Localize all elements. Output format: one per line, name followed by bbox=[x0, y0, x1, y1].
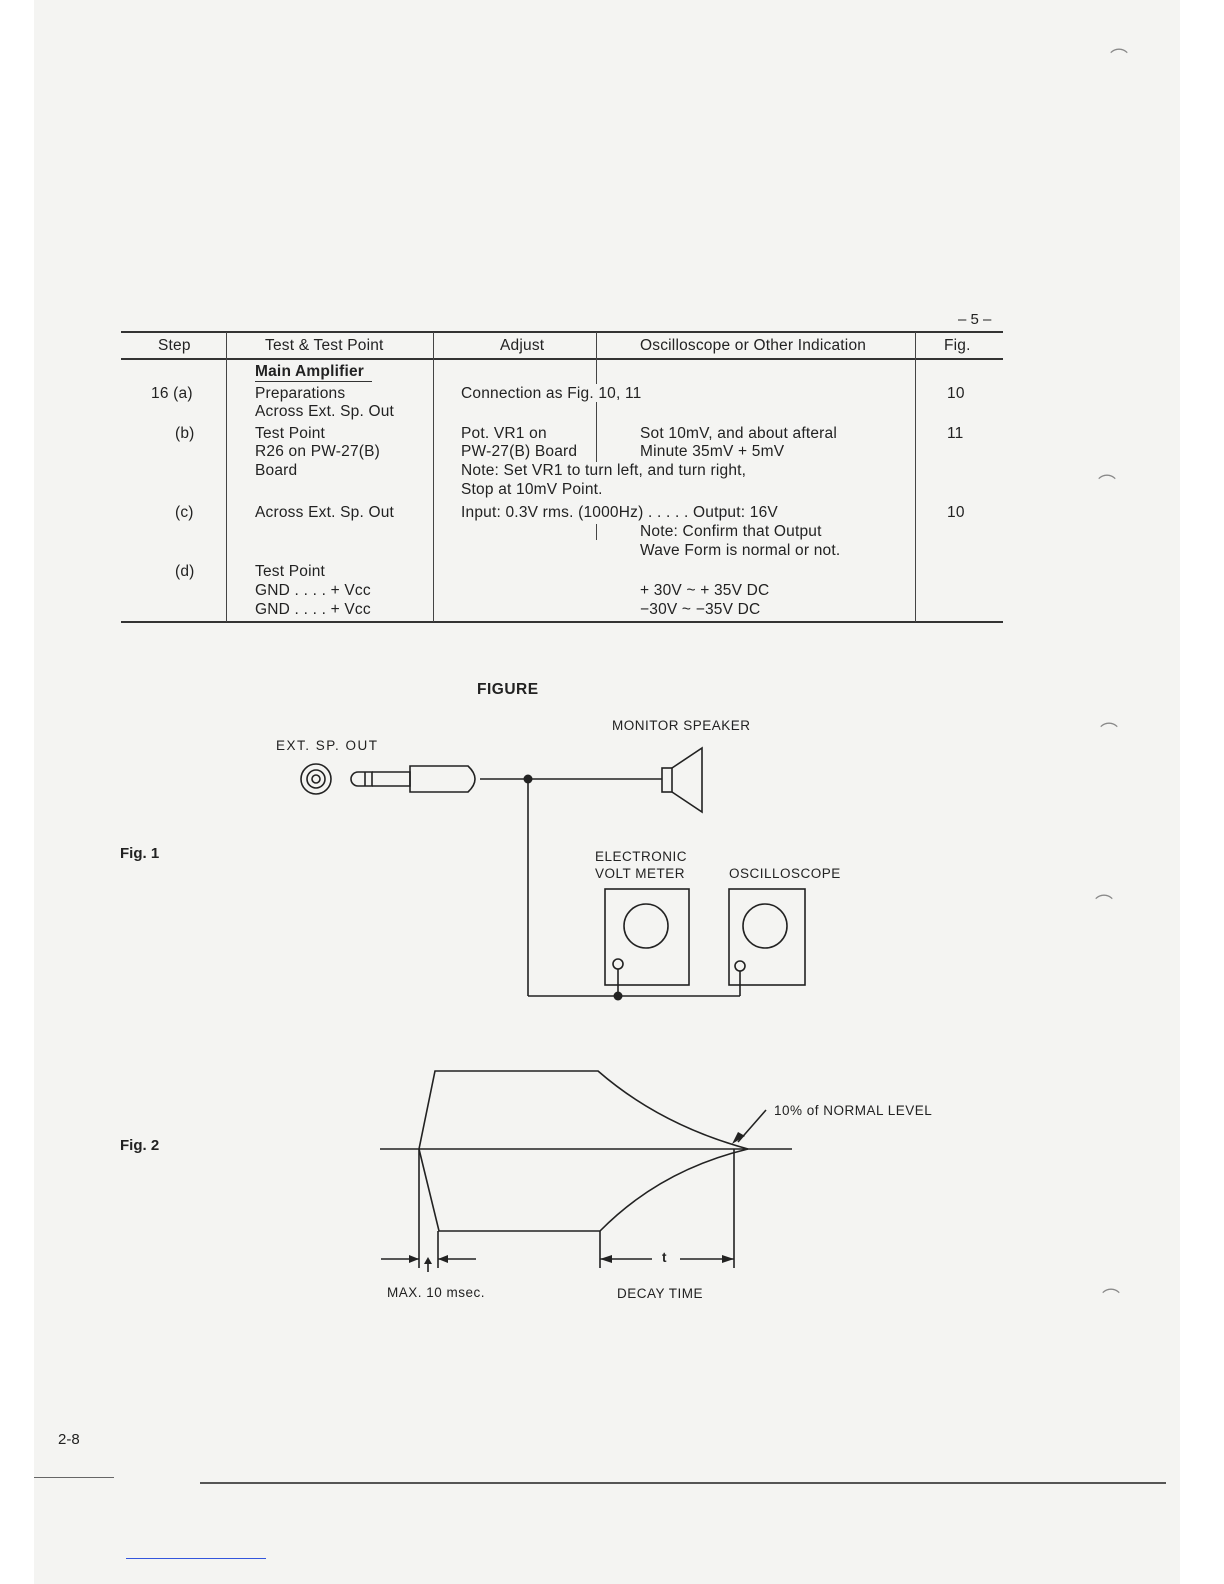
row-b-test-line: Test Point bbox=[255, 425, 326, 442]
section-title-underline bbox=[255, 381, 372, 382]
row-c-adjust: Input: 0.3V rms. (1000Hz) . . . . . Outp… bbox=[461, 504, 778, 521]
row-a-test-line: Across Ext. Sp. Out bbox=[255, 403, 395, 420]
row-c-test: Across Ext. Sp. Out bbox=[255, 504, 395, 521]
phone-plug-icon bbox=[350, 765, 476, 793]
upper-envelope bbox=[418, 1070, 749, 1150]
row-a-test-line: Preparations bbox=[255, 385, 346, 402]
header-indication: Oscilloscope or Other Indication bbox=[640, 337, 867, 354]
volt-meter-label-line2: VOLT METER bbox=[595, 866, 686, 881]
row-d-test-line: Test Point bbox=[255, 563, 326, 580]
footer-rule bbox=[34, 1477, 114, 1478]
row-c-fig: 10 bbox=[947, 504, 965, 521]
arrow-head bbox=[438, 1255, 448, 1263]
col-divider bbox=[596, 402, 597, 462]
arrow-head bbox=[722, 1255, 734, 1263]
document-page bbox=[34, 0, 1180, 1584]
row-b-adjust-line: Pot. VR1 on bbox=[461, 425, 547, 442]
oscilloscope-icon bbox=[728, 888, 806, 996]
row-a-adjust: Connection as Fig. 10, 11 bbox=[461, 385, 642, 402]
col-divider bbox=[915, 332, 916, 622]
section-title: Main Amplifier bbox=[255, 363, 365, 380]
decay-time-label: DECAY TIME bbox=[617, 1286, 704, 1301]
row-b-test-line: R26 on PW-27(B) bbox=[255, 443, 381, 460]
table-top-rule bbox=[121, 331, 1003, 333]
row-b-step: (b) bbox=[175, 425, 195, 442]
row-b-note-line: Stop at 10mV Point. bbox=[461, 481, 603, 498]
col-divider bbox=[596, 524, 597, 540]
row-d-step: (d) bbox=[175, 563, 195, 580]
header-test-point: Test & Test Point bbox=[265, 337, 384, 354]
binder-mark: ⌒ bbox=[1110, 48, 1128, 68]
arrow-head bbox=[424, 1257, 432, 1264]
bottom-blue-line bbox=[126, 1558, 266, 1559]
col-divider bbox=[226, 332, 227, 622]
row-d-test-line: GND . . . . + Vcc bbox=[255, 601, 371, 618]
junction-dot bbox=[523, 774, 533, 784]
binder-mark: ⌒ bbox=[1102, 1288, 1120, 1308]
row-d-test-line: GND . . . . + Vcc bbox=[255, 582, 371, 599]
speaker-icon bbox=[661, 746, 703, 814]
table-bottom-rule bbox=[121, 621, 1003, 623]
row-d-indication-line: + 30V ~ + 35V DC bbox=[640, 582, 770, 599]
figure-heading: FIGURE bbox=[477, 681, 539, 698]
row-b-test-line: Board bbox=[255, 462, 298, 479]
ext-sp-out-label: EXT. SP. OUT bbox=[276, 738, 379, 753]
row-b-adjust-line: PW-27(B) Board bbox=[461, 443, 578, 460]
row-b-fig: 11 bbox=[947, 425, 964, 442]
footer-page-number: 2-8 bbox=[58, 1431, 80, 1448]
binder-mark: ⌒ bbox=[1100, 722, 1118, 742]
table-page-marker: – 5 – bbox=[958, 311, 992, 328]
table-header-rule bbox=[121, 358, 1003, 360]
row-a-fig: 10 bbox=[947, 385, 965, 402]
row-d-indication-line: −30V ~ −35V DC bbox=[640, 601, 761, 618]
row-a-step: 16 (a) bbox=[151, 385, 193, 402]
jack-socket-icon bbox=[300, 763, 332, 795]
col-divider bbox=[596, 332, 597, 384]
row-c-indication-line: Note: Confirm that Output bbox=[640, 523, 822, 540]
col-divider bbox=[433, 332, 434, 622]
arrow-head bbox=[409, 1255, 419, 1263]
monitor-speaker-label: MONITOR SPEAKER bbox=[612, 718, 751, 733]
fig2-label: Fig. 2 bbox=[120, 1137, 160, 1154]
row-b-note-line: Note: Set VR1 to turn left, and turn rig… bbox=[461, 462, 747, 479]
row-b-indication-line: Sot 10mV, and about afteral bbox=[640, 425, 837, 442]
header-fig: Fig. bbox=[944, 337, 971, 354]
normal-level-label: 10% of NORMAL LEVEL bbox=[774, 1103, 933, 1118]
row-b-indication-line: Minute 35mV + 5mV bbox=[640, 443, 785, 460]
oscilloscope-label: OSCILLOSCOPE bbox=[729, 866, 841, 881]
lower-envelope bbox=[418, 1148, 749, 1232]
header-step: Step bbox=[158, 337, 191, 354]
volt-meter-label-line1: ELECTRONIC bbox=[595, 849, 688, 864]
footer-rule bbox=[200, 1482, 1166, 1484]
binder-mark: ⌒ bbox=[1098, 474, 1116, 494]
t-label: t bbox=[662, 1250, 667, 1265]
header-adjust: Adjust bbox=[500, 337, 545, 354]
row-c-step: (c) bbox=[175, 504, 194, 521]
binder-mark: ⌒ bbox=[1095, 894, 1113, 914]
row-c-indication-line: Wave Form is normal or not. bbox=[640, 542, 841, 559]
arrow-head bbox=[600, 1255, 612, 1263]
max-time-label: MAX. 10 msec. bbox=[387, 1285, 486, 1300]
fig1-label: Fig. 1 bbox=[120, 845, 160, 862]
junction-dot bbox=[613, 991, 623, 1001]
